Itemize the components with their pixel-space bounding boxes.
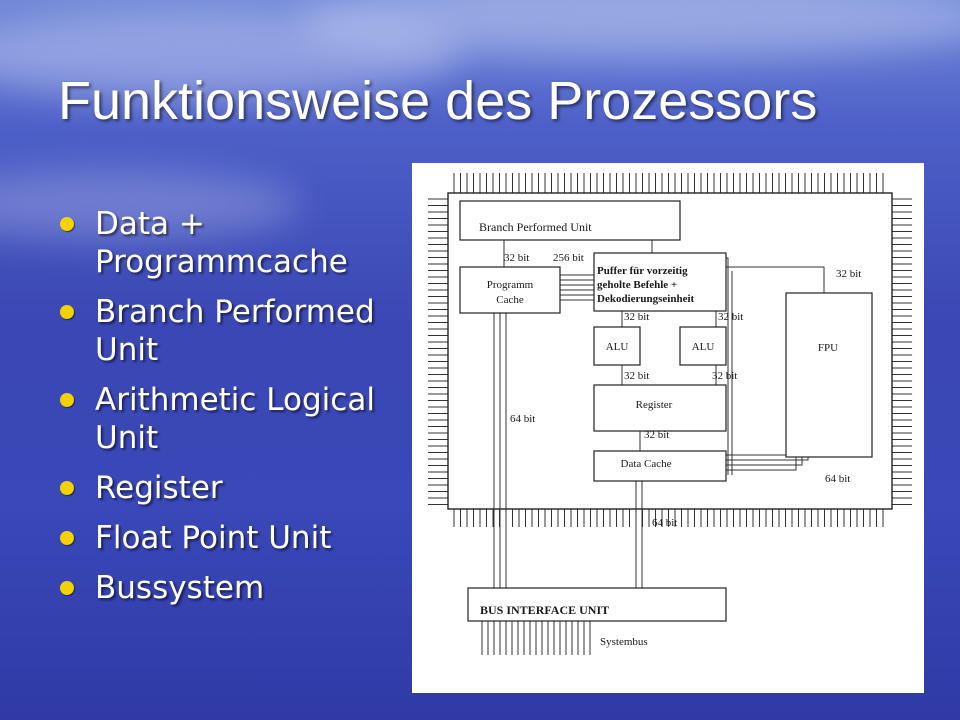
processor-diagram: Branch Performed Unit Programm Cache Puf…: [412, 163, 924, 693]
fpu-block: [785, 292, 873, 458]
bullet-text: Arithmetic Logical Unit: [95, 382, 375, 456]
bullet-dot-icon: [60, 217, 74, 231]
program-cache-label: Cache: [496, 294, 524, 306]
alu-block-2: [679, 326, 727, 366]
bit-labels: 32 bit 256 bit 32 bit 32 bit 32 bit 32 b…: [504, 252, 861, 529]
bullet-dot-icon: [60, 581, 74, 595]
bit-label: 32 bit: [836, 268, 861, 280]
systembus-label: Systembus: [600, 636, 648, 648]
bullet-text: Data + Programmcache: [95, 206, 348, 280]
bit-label: 64 bit: [652, 517, 677, 529]
bullet-text: Branch Performed Unit: [95, 294, 375, 368]
bullet-text: Register: [95, 470, 223, 506]
bit-label: 64 bit: [825, 473, 850, 485]
bit-label: 32 bit: [624, 311, 649, 323]
bullet-dot-icon: [60, 393, 74, 407]
data-cache-label: Data Cache: [621, 458, 672, 470]
fpu-label: FPU: [818, 342, 838, 354]
program-cache-label: Programm: [487, 279, 534, 291]
background-cloud: [0, 170, 300, 240]
alu-label: ALU: [692, 341, 715, 353]
bit-label: 32 bit: [712, 370, 737, 382]
branch-unit-block: [459, 200, 681, 241]
chip-pins: [428, 173, 912, 527]
alu-block-1: [593, 326, 641, 366]
buffer-block: [593, 252, 727, 312]
bus-interface-block: [467, 587, 727, 622]
bullet-text: Bussystem: [95, 570, 265, 606]
bullet-list: Data + Programmcache Branch Performed Un…: [58, 205, 408, 619]
bullet-item: Arithmetic Logical Unit: [58, 381, 408, 457]
register-block: [593, 384, 727, 432]
buffer-label: geholte Befehle +: [597, 279, 677, 291]
data-cache-block: [593, 450, 727, 482]
buffer-label: Dekodierungseinheit: [597, 293, 695, 305]
bus-interface-label: BUS INTERFACE UNIT: [480, 603, 609, 617]
bullet-dot-icon: [60, 481, 74, 495]
program-cache-block: [459, 266, 561, 314]
slide-title: Funktionsweise des Prozessors: [58, 71, 818, 131]
bullet-item: Register: [58, 469, 408, 507]
bullet-dot-icon: [60, 531, 74, 545]
bullet-item: Bussystem: [58, 569, 408, 607]
bullet-item: Float Point Unit: [58, 519, 408, 557]
bit-label: 32 bit: [644, 429, 669, 441]
bullet-item: Data + Programmcache: [58, 205, 408, 281]
bit-label: 64 bit: [510, 413, 535, 425]
buffer-label: Puffer für vorzeitig: [597, 265, 688, 277]
bit-label: 32 bit: [624, 370, 649, 382]
processor-diagram-svg: Branch Performed Unit Programm Cache Puf…: [428, 173, 912, 655]
bit-label: 256 bit: [553, 252, 584, 264]
bullet-dot-icon: [60, 305, 74, 319]
register-label: Register: [636, 399, 673, 411]
bit-label: 32 bit: [504, 252, 529, 264]
alu-label: ALU: [606, 341, 629, 353]
background-cloud: [0, 10, 460, 100]
bit-label: 32 bit: [718, 311, 743, 323]
diagram-blocks: [459, 200, 873, 622]
connection-lines: [481, 240, 825, 655]
bullet-text: Float Point Unit: [95, 520, 332, 556]
branch-unit-label: Branch Performed Unit: [479, 220, 592, 234]
bullet-item: Branch Performed Unit: [58, 293, 408, 369]
